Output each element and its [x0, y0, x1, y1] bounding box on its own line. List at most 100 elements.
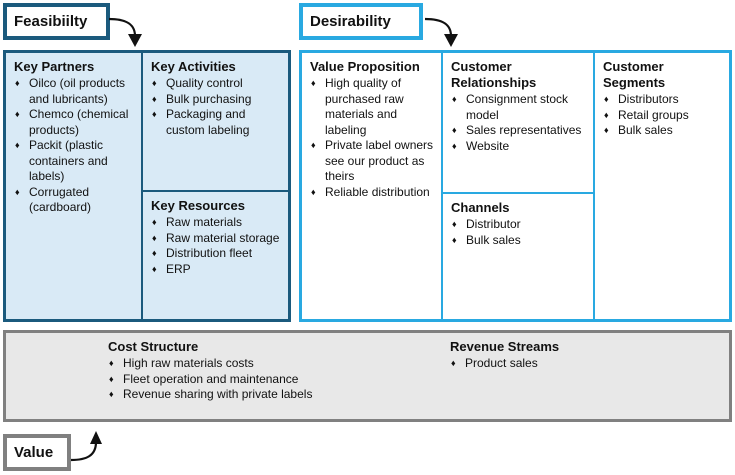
diamond-bullet-icon: ♦	[109, 373, 114, 384]
diamond-bullet-icon: ♦	[15, 109, 20, 119]
diamond-bullet-icon: ♦	[152, 232, 157, 243]
list-item: ♦ Distributors	[603, 92, 725, 108]
list-item-text: Bulk sales	[618, 123, 673, 137]
diamond-bullet-icon: ♦	[109, 358, 114, 368]
diamond-bullet-icon: ♦	[452, 234, 457, 245]
list-item: ♦ High raw materials costs	[108, 356, 312, 372]
list-item-text: Website	[466, 138, 510, 153]
list-item-text: Fleet operation and maintenance	[123, 371, 299, 386]
desirability-arrow-icon	[424, 17, 458, 47]
desirability-block: Value Proposition ♦ High quality of purc…	[299, 50, 732, 322]
diamond-bullet-icon: ♦	[311, 140, 316, 150]
list-item-text: Bulk sales	[466, 232, 521, 247]
list-item-text: Packit (plastic containers and labels)	[29, 138, 108, 183]
customer-relationships-title: Customer Relationships	[451, 59, 537, 90]
list-item-text: Revenue sharing with private labels	[123, 387, 313, 401]
diamond-bullet-icon: ♦	[311, 186, 316, 197]
diamond-bullet-icon: ♦	[152, 217, 157, 227]
diamond-bullet-icon: ♦	[152, 263, 157, 274]
channels-title: Channels	[451, 200, 510, 215]
value-proposition-title: Value Proposition	[310, 59, 420, 74]
list-item-text: Raw materials	[166, 215, 243, 229]
value-block: Cost Structure ♦ High raw materials cost…	[3, 330, 732, 422]
list-item: ♦ Bulk sales	[603, 123, 725, 139]
list-item-text: Distributors	[618, 92, 679, 106]
revenue-streams-title: Revenue Streams	[450, 339, 560, 354]
list-item: ♦ Oilco (oil products and lubricants)	[14, 76, 137, 107]
key-activities-section: Key Activities ♦ Quality control ♦ Bulk …	[143, 53, 288, 192]
list-item: ♦ Packit (plastic containers and labels)	[14, 138, 137, 185]
cost-structure-title: Cost Structure	[108, 339, 199, 354]
list-item: ♦ Corrugated (cardboard)	[14, 185, 137, 216]
list-item-text: Sales representatives	[466, 123, 582, 137]
feasibility-block: Key Partners ♦ Oilco (oil products and l…	[3, 50, 291, 322]
list-item: ♦ Product sales	[450, 356, 559, 372]
list-item: ♦ Chemco (chemical products)	[14, 107, 137, 138]
diamond-bullet-icon: ♦	[15, 78, 20, 88]
value-arrow-icon	[70, 431, 102, 462]
key-partners-list: ♦ Oilco (oil products and lubricants) ♦ …	[14, 76, 137, 216]
channels-section: Channels ♦ Distributor ♦ Bulk sales	[443, 194, 593, 319]
list-item: ♦ Consignment stock model	[451, 92, 589, 123]
channels-list: ♦ Distributor ♦ Bulk sales	[451, 217, 589, 248]
diamond-bullet-icon: ♦	[451, 358, 456, 368]
list-item: ♦ Distribution fleet	[151, 246, 284, 262]
revenue-streams-section: Revenue Streams ♦ Product sales	[450, 339, 559, 372]
list-item-text: ERP	[166, 261, 191, 276]
key-resources-title: Key Resources	[151, 198, 245, 213]
list-item: ♦ Quality control	[151, 76, 284, 92]
customer-relationships-list: ♦ Consignment stock model ♦ Sales repres…	[451, 92, 589, 154]
key-resources-section: Key Resources ♦ Raw materials ♦ Raw mate…	[143, 192, 288, 319]
list-item-text: Reliable distribution	[325, 184, 430, 199]
list-item: ♦ Sales representatives	[451, 123, 589, 139]
list-item: ♦ Packaging and custom labeling	[151, 107, 284, 138]
list-item-text: Private label owners see our product as …	[325, 138, 434, 183]
feasibility-arrow-icon	[108, 17, 142, 47]
diamond-bullet-icon: ♦	[152, 109, 157, 119]
list-item-text: Packaging and custom labeling	[166, 107, 250, 137]
value-proposition-section: Value Proposition ♦ High quality of purc…	[302, 53, 443, 319]
list-item-text: Retail groups	[618, 107, 689, 122]
list-item-text: Consignment stock model	[466, 92, 569, 122]
list-item: ♦ Bulk sales	[451, 233, 589, 249]
list-item-text: Chemco (chemical products)	[29, 107, 129, 137]
list-item-text: Distributor	[466, 217, 521, 231]
key-partners-section: Key Partners ♦ Oilco (oil products and l…	[6, 53, 143, 319]
customer-segments-list: ♦ Distributors ♦ Retail groups ♦ Bulk sa…	[603, 92, 725, 139]
list-item-text: Corrugated (cardboard)	[29, 184, 92, 215]
feasibility-label-text: Feasibiilty	[14, 13, 88, 30]
cost-structure-section: Cost Structure ♦ High raw materials cost…	[108, 339, 312, 403]
value-label: Value	[3, 434, 71, 471]
desirability-label: Desirability	[299, 3, 423, 40]
list-item-text: Raw material storage	[166, 230, 280, 245]
key-partners-title: Key Partners	[14, 59, 95, 74]
diamond-bullet-icon: ♦	[311, 78, 316, 88]
list-item-text: High raw materials costs	[123, 356, 254, 370]
list-item-text: High quality of purchased raw materials …	[325, 76, 404, 137]
list-item: ♦ ERP	[151, 262, 284, 278]
value-label-text: Value	[14, 444, 54, 461]
diamond-bullet-icon: ♦	[152, 93, 157, 104]
list-item: ♦ Reliable distribution	[310, 185, 437, 201]
list-item: ♦ Raw material storage	[151, 231, 284, 247]
diamond-bullet-icon: ♦	[604, 125, 609, 135]
list-item: ♦ Bulk purchasing	[151, 92, 284, 108]
key-resources-list: ♦ Raw materials ♦ Raw material storage ♦…	[151, 215, 284, 277]
list-item: ♦ Website	[451, 139, 589, 155]
customer-segments-section: Customer Segments ♦ Distributors ♦ Retai…	[595, 53, 729, 319]
diamond-bullet-icon: ♦	[604, 94, 609, 104]
list-item-text: Distribution fleet	[166, 246, 253, 260]
list-item: ♦ Revenue sharing with private labels	[108, 387, 312, 403]
desirability-label-text: Desirability	[310, 13, 391, 30]
list-item: ♦ Private label owners see our product a…	[310, 138, 437, 185]
customer-segments-title: Customer Segments	[603, 59, 666, 90]
diamond-bullet-icon: ♦	[452, 125, 457, 135]
value-proposition-list: ♦ High quality of purchased raw material…	[310, 76, 437, 200]
key-activities-list: ♦ Quality control ♦ Bulk purchasing ♦ Pa…	[151, 76, 284, 138]
list-item: ♦ Fleet operation and maintenance	[108, 372, 312, 388]
list-item-text: Oilco (oil products and lubricants)	[29, 76, 126, 106]
feasibility-label: Feasibiilty	[3, 3, 110, 40]
cost-structure-list: ♦ High raw materials costs ♦ Fleet opera…	[108, 356, 312, 403]
diamond-bullet-icon: ♦	[452, 94, 457, 104]
list-item: ♦ Raw materials	[151, 215, 284, 231]
